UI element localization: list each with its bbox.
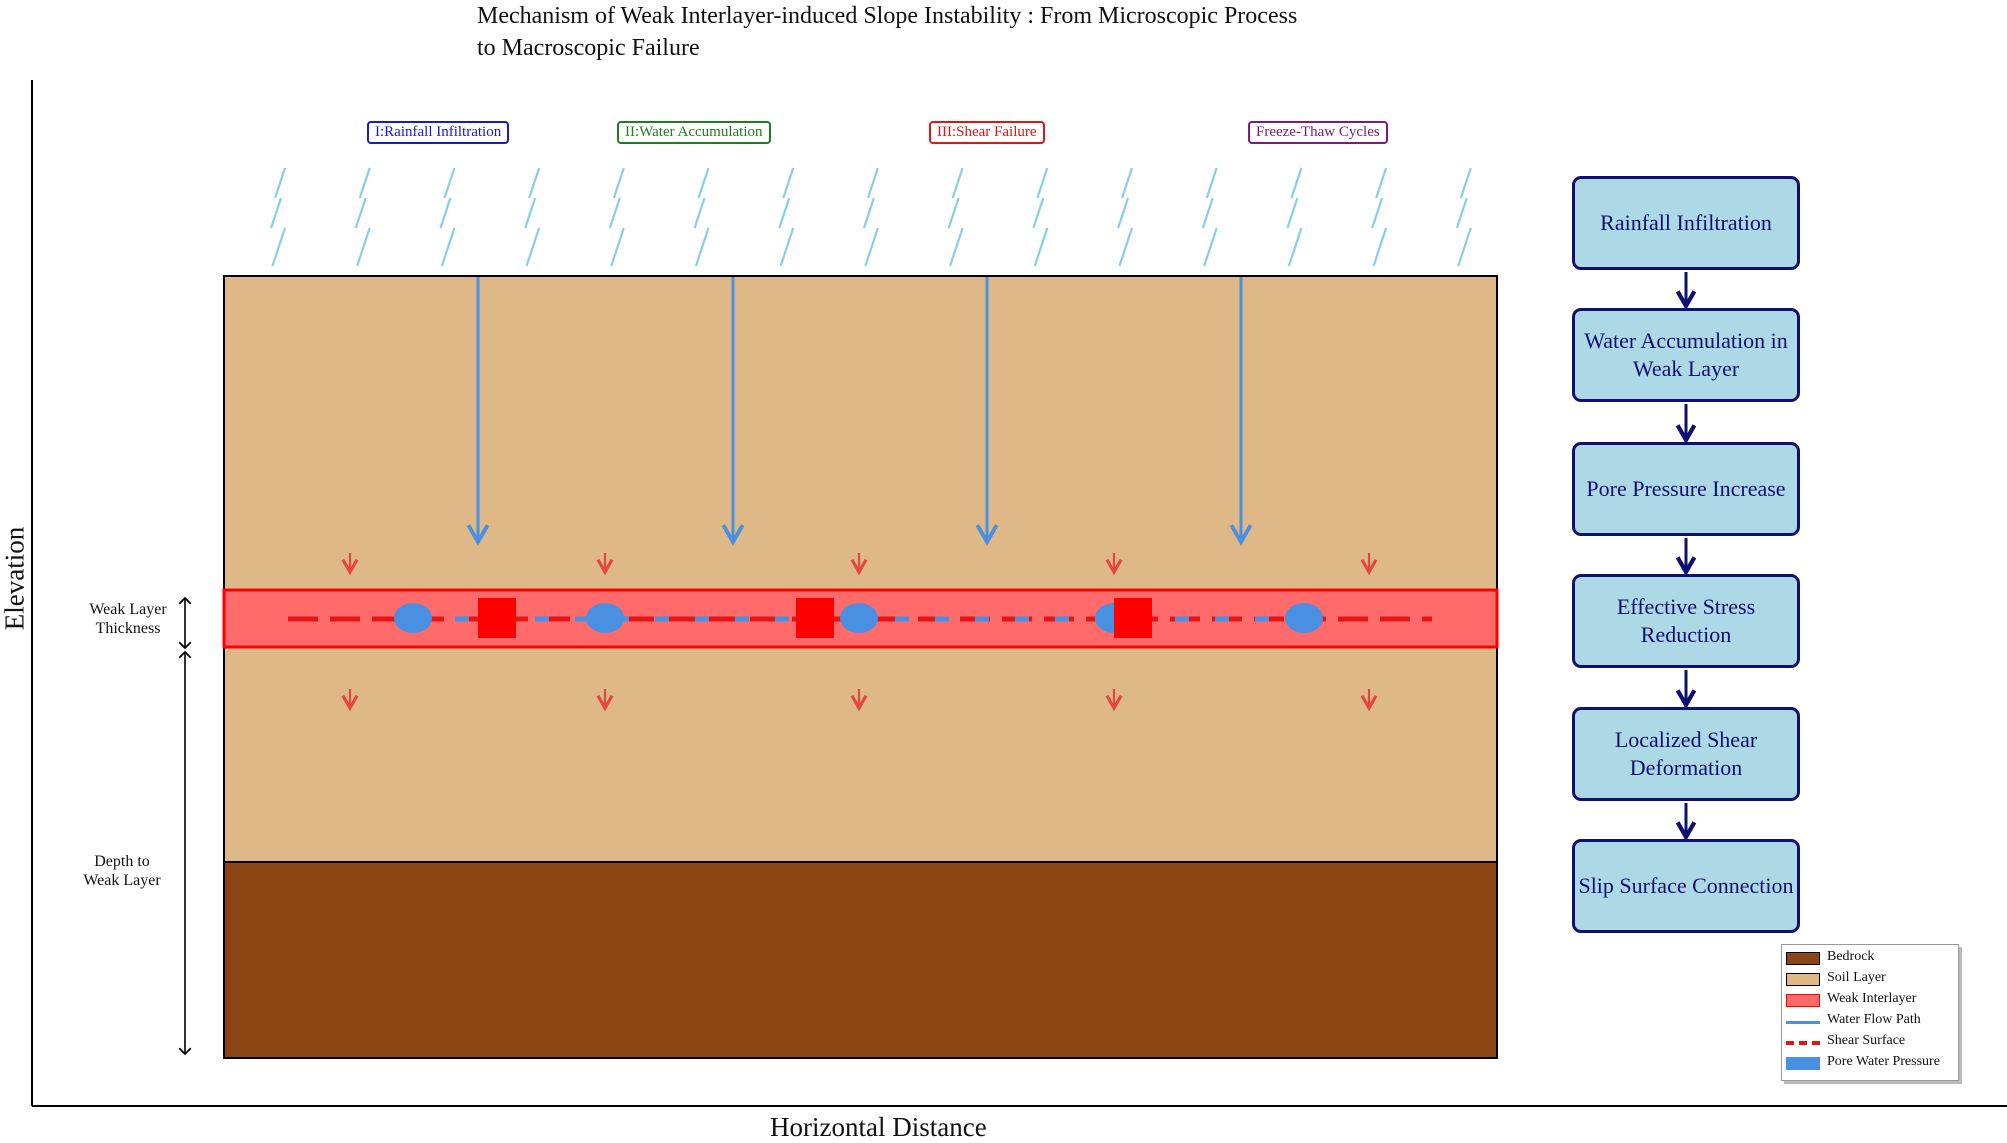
rain-streak <box>864 227 879 267</box>
rain-streak <box>694 227 710 267</box>
legend-item-soil-layer: Soil Layer <box>1782 969 1958 989</box>
legend-item-pore-water-pressure: Pore Water Pressure <box>1782 1053 1958 1073</box>
rain-streak <box>779 227 795 267</box>
legend: Bedrock Soil Layer Weak Interlayer Water… <box>1781 944 1959 1081</box>
rain-streak <box>1286 197 1299 229</box>
shear-failure-block <box>478 598 516 638</box>
flow-step-water-accumulation: Water Accumulation in Weak Layer <box>1572 308 1800 402</box>
stress-arrows <box>341 553 1378 712</box>
rain-streak <box>1459 167 1472 199</box>
legend-swatch-soil <box>1786 973 1820 986</box>
rain-streak <box>358 167 371 199</box>
rain-streak <box>1287 227 1303 267</box>
rain-streak <box>693 197 706 229</box>
flow-step-localized-shear-deformation: Localized Shear Deformation <box>1572 707 1800 801</box>
rain-streak <box>1118 227 1134 267</box>
rain-streak <box>949 227 964 267</box>
rain-streak <box>697 167 710 199</box>
legend-label: Pore Water Pressure <box>1827 1054 1940 1069</box>
pore-water-pressure-mark <box>1285 603 1323 633</box>
flow-step-pore-pressure-increase: Pore Pressure Increase <box>1572 442 1800 536</box>
depth-to-weak-layer-label: Depth to Weak Layer <box>83 853 161 889</box>
rain-streak <box>1117 197 1130 229</box>
rain-streak <box>271 227 287 267</box>
legend-label: Weak Interlayer <box>1827 991 1917 1006</box>
legend-swatch-shear-surface <box>1786 1041 1820 1045</box>
rain-streak <box>608 197 621 229</box>
rain-streak <box>1372 227 1388 267</box>
rain-streak <box>1371 197 1384 229</box>
rain-streak <box>1121 167 1134 199</box>
rain-streak <box>356 227 371 267</box>
soil-layer <box>223 275 1498 863</box>
rain-streak <box>778 197 791 229</box>
tag-shear-failure: III:Shear Failure <box>929 121 1045 144</box>
page-title: Mechanism of Weak Interlayer-induced Slo… <box>477 3 1298 61</box>
tag-freeze-thaw-cycles: Freeze-Thaw Cycles <box>1248 121 1388 144</box>
rain-streak <box>782 167 795 199</box>
shear-failure-block <box>1114 598 1152 638</box>
rain-streak <box>947 197 960 229</box>
rain-streak <box>1032 197 1045 229</box>
rain-streak <box>1036 167 1049 199</box>
legend-swatch-pore-water <box>1786 1057 1820 1070</box>
shear-failure-block <box>796 598 834 638</box>
rain-streak <box>862 197 875 229</box>
rain-streak <box>866 167 879 199</box>
flow-step-effective-stress-reduction: Effective Stress Reduction <box>1572 574 1800 668</box>
legend-label: Soil Layer <box>1827 970 1886 985</box>
rain-streak <box>1457 227 1472 267</box>
shear-failure-blocks <box>478 598 1152 638</box>
rain-streak <box>1290 167 1303 199</box>
rain-streak <box>1375 167 1388 199</box>
rain-streak <box>354 197 367 229</box>
rain-streak <box>612 167 625 199</box>
tag-rainfall-infiltration: I:Rainfall Infiltration <box>367 121 510 144</box>
rain-streak <box>439 197 452 229</box>
rain-streak <box>440 227 456 267</box>
rain-streak <box>1033 227 1049 267</box>
legend-swatch-bedrock <box>1786 952 1820 965</box>
bedrock-layer <box>223 861 1498 1059</box>
legend-label: Bedrock <box>1827 949 1875 964</box>
flow-step-slip-surface-connection: Slip Surface Connection <box>1572 839 1800 933</box>
rain-streak <box>1205 167 1218 199</box>
rain-streak <box>1203 227 1218 267</box>
rain-streak <box>525 227 541 267</box>
legend-swatch-weak-interlayer <box>1786 994 1820 1007</box>
legend-swatch-water-flow <box>1786 1021 1820 1024</box>
legend-item-water-flow-path: Water Flow Path <box>1782 1011 1958 1031</box>
rain-streak <box>1455 197 1468 229</box>
rain-streak <box>610 227 625 267</box>
rain-streak <box>524 197 537 229</box>
rain-streak <box>443 167 456 199</box>
pore-water-pressure-mark <box>394 603 432 633</box>
tag-water-accumulation: II:Water Accumulation <box>617 121 771 144</box>
legend-item-shear-surface: Shear Surface <box>1782 1032 1958 1052</box>
legend-label: Shear Surface <box>1827 1033 1906 1048</box>
legend-label: Water Flow Path <box>1827 1012 1921 1027</box>
pore-water-pressure-mark <box>840 603 878 633</box>
legend-item-weak-interlayer: Weak Interlayer <box>1782 990 1958 1010</box>
rain-streak <box>1201 197 1214 229</box>
x-axis-label: Horizontal Distance <box>770 1112 987 1142</box>
rain-streak <box>270 197 283 229</box>
infiltration-arrows <box>466 277 1253 546</box>
rain-streak <box>274 167 287 199</box>
flow-step-rainfall-infiltration: Rainfall Infiltration <box>1572 176 1800 270</box>
rain-streak <box>528 167 541 199</box>
rain-streaks <box>270 167 1472 267</box>
pore-water-pressure-mark <box>586 603 624 633</box>
weak-layer-thickness-label: Weak Layer Thickness <box>89 601 167 637</box>
rain-streak <box>951 167 964 199</box>
legend-item-bedrock: Bedrock <box>1782 948 1958 968</box>
